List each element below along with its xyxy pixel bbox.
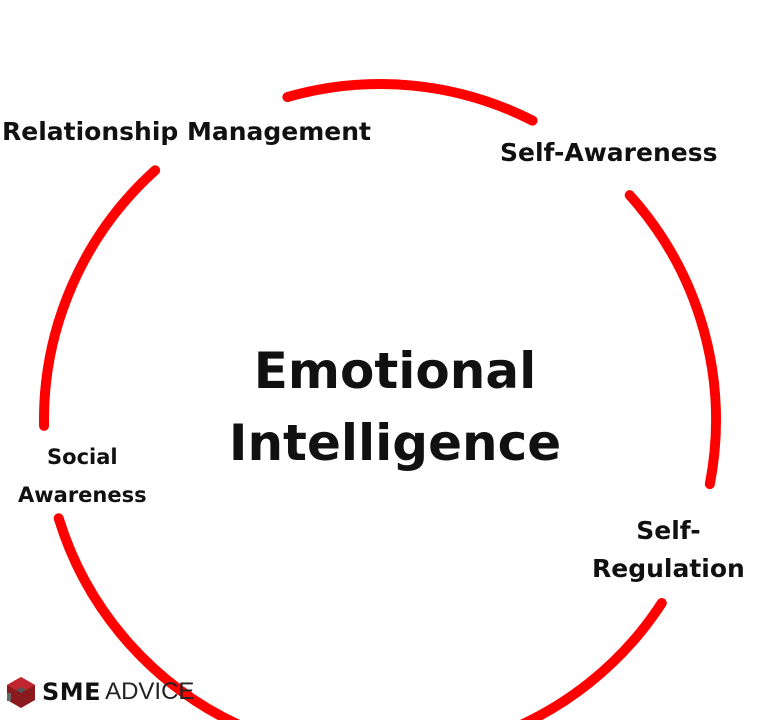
arc-left	[39, 165, 161, 431]
label-self-regulation: Self- Regulation	[592, 512, 745, 588]
logo: SME ADVICE	[4, 675, 194, 709]
label-social-awareness: Social Awareness	[18, 438, 147, 514]
label-line: Self-	[636, 516, 701, 545]
arc-bottom-right	[519, 597, 667, 720]
logo-word: ADVICE	[105, 678, 195, 705]
logo-brand: SME	[42, 678, 102, 706]
arc-right	[624, 190, 721, 490]
arc-bottom-left	[53, 513, 241, 720]
label-relationship-management: Relationship Management	[2, 117, 372, 146]
label-line: Regulation	[592, 554, 745, 583]
label-self-awareness: Self-Awareness	[500, 138, 718, 167]
title-line-2: Intelligence	[228, 414, 562, 472]
logo-cube-icon	[7, 677, 35, 708]
label-line: Social	[47, 445, 118, 469]
title-line-1: Emotional	[253, 342, 537, 400]
label-line: Awareness	[18, 483, 147, 507]
center-title: Emotional Intelligence	[200, 335, 590, 479]
arc-top	[282, 79, 538, 126]
